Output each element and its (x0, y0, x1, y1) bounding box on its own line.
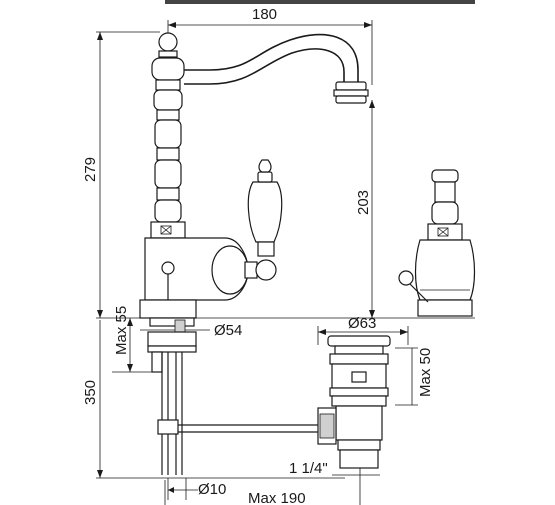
dim-below-deck: 350 (82, 320, 345, 479)
top-bar (165, 0, 475, 4)
label-rod-diameter: Ø10 (198, 481, 226, 498)
label-waste-diameter: Ø63 (348, 315, 376, 332)
dim-spout-reach: 180 (167, 6, 373, 85)
dim-thread: 1 1/4" (289, 460, 380, 477)
dim-rod-diameter: Ø10 (167, 478, 226, 500)
dim-waste-diameter: Ø63 (317, 315, 409, 345)
mixer-side-view (398, 169, 476, 317)
mixer-front-view (139, 32, 369, 475)
pop-up-waste (317, 335, 391, 469)
label-max-deck: Max 55 (113, 306, 130, 355)
label-max-waste: Max 50 (417, 348, 434, 397)
label-spout-reach: 180 (252, 6, 277, 23)
dim-max-waste: Max 50 (395, 347, 434, 406)
dim-max-rod: Max 190 (164, 465, 361, 505)
dim-spout-height: 203 (355, 100, 375, 318)
label-thread: 1 1/4" (289, 460, 328, 477)
label-total-height: 279 (82, 157, 99, 182)
dim-total-height: 279 (82, 31, 160, 318)
label-base-diameter: Ø54 (214, 322, 242, 339)
label-below-deck: 350 (82, 380, 99, 405)
label-spout-height: 203 (355, 190, 372, 215)
label-max-rod: Max 190 (248, 490, 306, 505)
